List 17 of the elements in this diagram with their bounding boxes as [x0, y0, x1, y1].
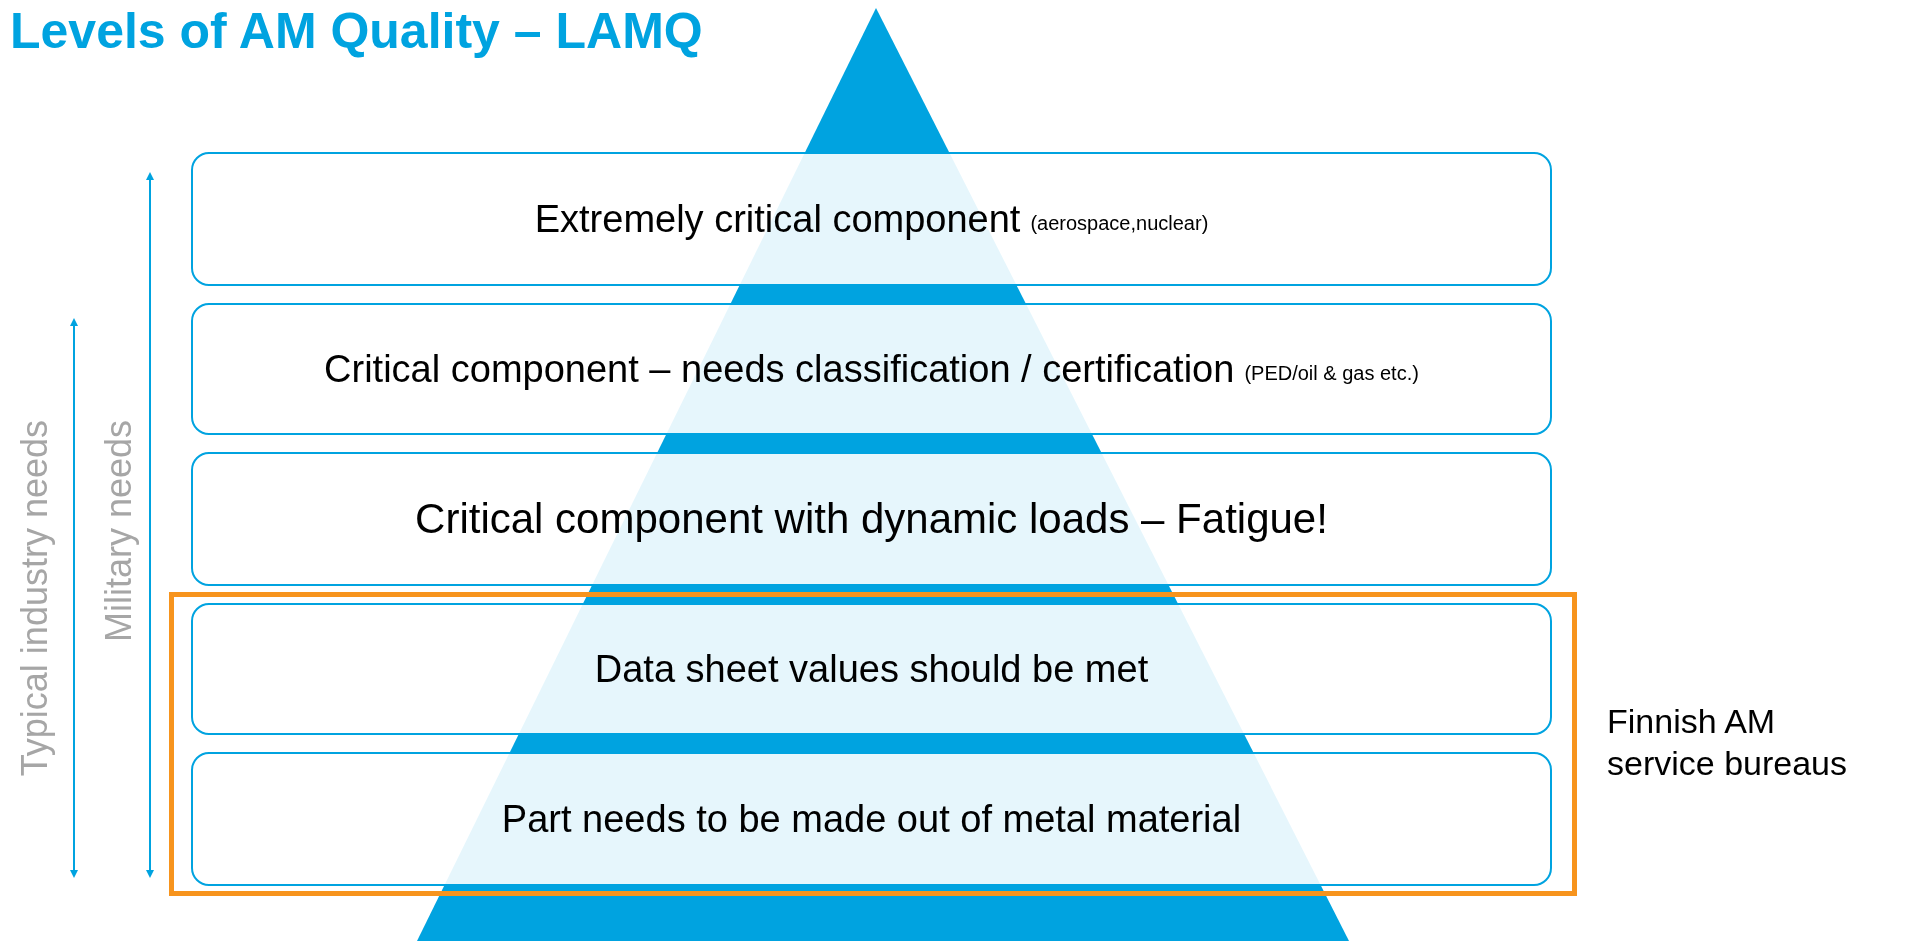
level-box [191, 752, 1552, 886]
level-label: Critical component – needs classification / certification [324, 347, 1235, 391]
level-label: Data sheet values should be met [594, 647, 1149, 691]
range-label: Typical industry needs [14, 420, 56, 777]
level-box [191, 303, 1552, 435]
example-note: (PED/oil & gas etc.) [1244, 361, 1419, 385]
level-box [191, 152, 1552, 286]
title: Levels of AM Quality – LAMQ [10, 2, 703, 60]
highlight-frame [169, 592, 1577, 896]
level-label: Critical component with dynamic loads – Fatigue! [415, 495, 1328, 543]
level-label: Extremely critical component [534, 197, 1021, 241]
side-label: Finnish AM service bureaus [1607, 701, 1848, 784]
level-box [191, 603, 1552, 735]
level-label: Part needs to be made out of metal material [501, 797, 1242, 841]
example-note: (aerospace,nuclear) [1030, 211, 1209, 235]
level-box [191, 452, 1552, 586]
range-label: Military needs [98, 420, 140, 643]
